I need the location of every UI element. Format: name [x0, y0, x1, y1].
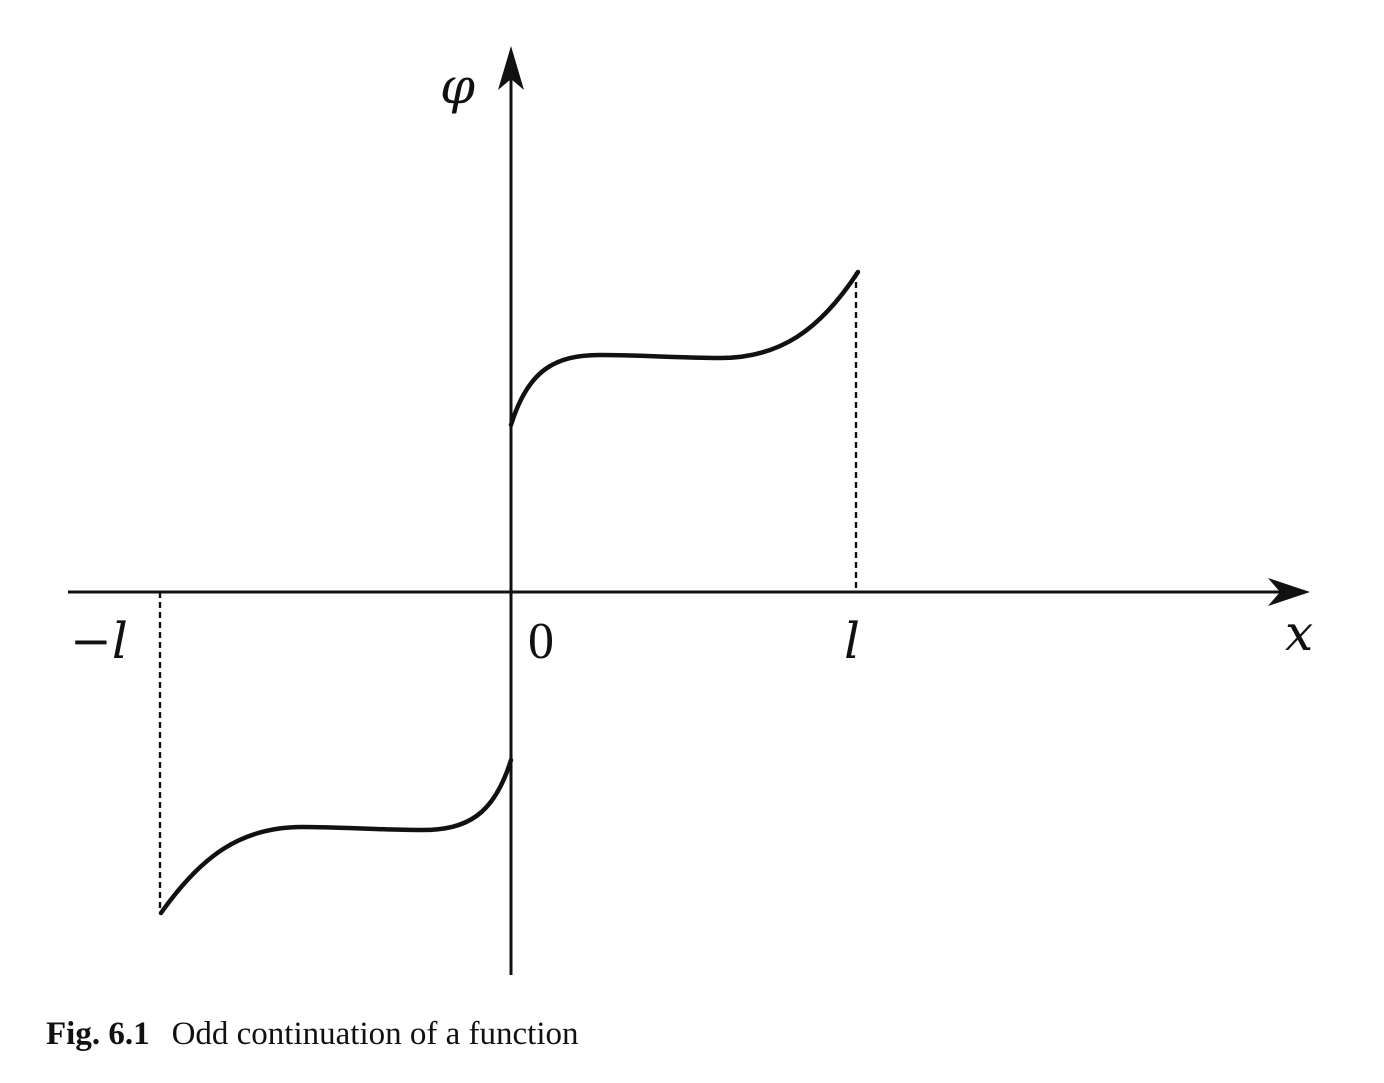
y-axis-arrowhead [498, 46, 524, 90]
caption-text: Odd continuation of a function [171, 1016, 579, 1052]
tick-label-pos-l: l [844, 612, 860, 670]
curve-positive-branch [508, 269, 861, 428]
y-axis-label: φ [440, 57, 475, 115]
tick-label-origin: 0 [528, 613, 554, 670]
curve-negative-branch [158, 757, 514, 916]
odd-continuation-diagram: φ x −l 0 l [68, 46, 1313, 975]
tick-label-neg-l: −l [70, 612, 128, 670]
figure-caption: Fig. 6.1 Odd continuation of a function [46, 1016, 579, 1053]
x-axis-label: x [1285, 604, 1313, 662]
x-axis-arrowhead [1268, 578, 1310, 606]
caption-label: Fig. 6.1 [46, 1016, 150, 1052]
